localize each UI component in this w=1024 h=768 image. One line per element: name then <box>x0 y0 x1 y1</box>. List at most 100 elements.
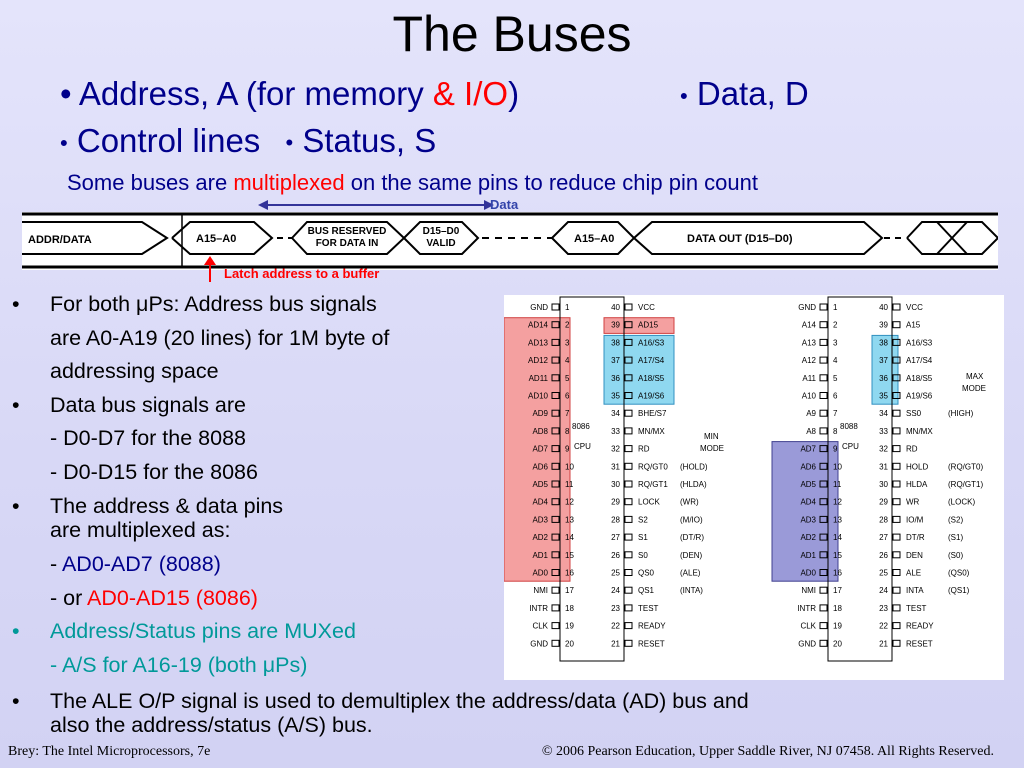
pin-name-left: AD3 <box>800 515 816 524</box>
pin-number-left: 1 <box>565 303 570 312</box>
pin-number-right: 33 <box>879 427 888 436</box>
bus-reserved-line1: BUS RESERVED <box>308 226 387 237</box>
pin-max-mode-name: (INTA) <box>680 586 703 595</box>
pin-max-mode-name: (S1) <box>948 533 963 542</box>
pin-number-left: 9 <box>833 445 838 454</box>
memory-io-label: & I/O <box>432 75 509 112</box>
subtitle-post: on the same pins to reduce chip pin coun… <box>350 170 758 195</box>
text: AD0-AD7 (8088) <box>61 552 221 576</box>
header-line-data: • Data, D <box>680 75 809 115</box>
pin-name-right: TEST <box>906 604 927 613</box>
pin-box <box>624 569 633 576</box>
list-item-cont: also the address/status (A/S) bus. <box>50 713 373 737</box>
pin-name-left: AD4 <box>532 498 548 507</box>
pin-max-mode-name: (RQ/GT0) <box>948 462 983 471</box>
pin-number-right: 32 <box>879 445 888 454</box>
pin-name-right: RQ/GT1 <box>638 480 668 489</box>
pin-number-left: 15 <box>565 551 574 560</box>
pin-box <box>819 639 828 647</box>
pin-name-left: AD14 <box>528 321 549 330</box>
pin-box <box>892 498 901 506</box>
bullet-glyph: • <box>12 392 20 417</box>
pin-box <box>551 427 560 435</box>
pin-number-right: 34 <box>611 409 620 418</box>
pin-box <box>819 303 828 311</box>
text: For both <box>50 292 137 316</box>
pin-name-right: A17/S4 <box>638 356 665 365</box>
pin-name-left: A12 <box>802 356 817 365</box>
pin-box <box>551 338 560 346</box>
pin-number-right: 33 <box>611 427 620 436</box>
pin-name-left: AD1 <box>800 551 816 560</box>
pin-name-left: AD2 <box>532 533 548 542</box>
sub-item: - or AD0-AD15 (8086) <box>12 582 512 616</box>
pin-box <box>892 374 901 382</box>
pin-box <box>551 392 560 399</box>
pin-number-left: 19 <box>565 622 574 631</box>
pin-name-left: AD5 <box>800 480 816 489</box>
pin-name-right: SS0 <box>906 409 922 418</box>
footer-copyright: © 2006 Pearson Education, Upper Saddle R… <box>541 744 994 759</box>
pin-name-right: READY <box>906 622 934 631</box>
addr-segment-1: A15–A0 <box>196 233 236 245</box>
pin-box <box>819 480 828 488</box>
pin-number-left: 8 <box>833 427 838 436</box>
pin-name-right: A16/S3 <box>906 338 933 347</box>
pin-max-mode-name: (HOLD) <box>680 462 708 471</box>
pin-number-right: 30 <box>611 480 620 489</box>
pin-number-right: 31 <box>611 462 620 471</box>
pin-box <box>892 462 901 470</box>
pin-name-right: A15 <box>906 321 921 330</box>
pin-box <box>892 586 901 594</box>
pin-number-right: 34 <box>879 409 888 418</box>
pin-name-right: AD15 <box>638 321 659 330</box>
pin-box <box>551 445 560 453</box>
mode-label-1: MAX <box>966 372 984 381</box>
pin-box <box>624 409 633 417</box>
bullet-glyph: • <box>12 619 20 643</box>
pin-name-right: A17/S4 <box>906 356 933 365</box>
pin-name-left: AD6 <box>800 462 816 471</box>
list-item-cont: are A0-A19 (20 lines) for 1M byte of <box>50 325 390 350</box>
pin-name-right: RD <box>906 445 918 454</box>
pin-number-left: 17 <box>833 586 842 595</box>
pin-box <box>551 356 560 364</box>
pin-number-right: 38 <box>611 338 620 347</box>
pin-number-left: 13 <box>565 515 574 524</box>
addr-segment-2: A15–A0 <box>574 233 614 245</box>
pin-box <box>624 551 633 559</box>
pin-number-right: 22 <box>879 622 888 631</box>
pin-box <box>551 498 560 506</box>
pin-number-left: 6 <box>565 392 570 401</box>
pin-max-mode-name: (S2) <box>948 515 963 524</box>
list-item: • The address & data pins <box>12 489 512 518</box>
pin-number-left: 12 <box>833 498 842 507</box>
pin-name-right: A19/S6 <box>638 392 665 401</box>
pin-name-right: MN/MX <box>906 427 933 436</box>
pin-box <box>551 374 560 382</box>
pin-box <box>624 533 633 541</box>
pin-box <box>892 604 901 612</box>
pin-box <box>551 586 560 594</box>
pin-name-right: VCC <box>906 303 923 312</box>
pin-name-right: S0 <box>638 551 648 560</box>
text: - or <box>50 585 88 610</box>
pin-name-right: INTA <box>906 586 924 595</box>
pin-number-right: 31 <box>879 462 888 471</box>
pin-name-left: A8 <box>806 427 816 436</box>
pin-box <box>624 604 633 612</box>
pin-number-right: 39 <box>879 321 888 330</box>
pin-name-left: AD2 <box>800 533 816 542</box>
pin-name-right: A16/S3 <box>638 338 665 347</box>
subtitle-pre: Some buses are <box>67 170 228 195</box>
text: - A/S for A16-19 (both <box>50 652 263 677</box>
pin-box <box>624 392 633 399</box>
chip-name: 8086 <box>572 422 590 431</box>
pin-number-right: 24 <box>611 586 620 595</box>
pin-box <box>892 409 901 417</box>
text: Ps) <box>275 652 308 677</box>
pin-box <box>551 321 560 329</box>
pin-max-mode-name: (QS0) <box>948 569 970 578</box>
pin-number-left: 4 <box>833 356 838 365</box>
pin-number-right: 37 <box>879 356 888 365</box>
